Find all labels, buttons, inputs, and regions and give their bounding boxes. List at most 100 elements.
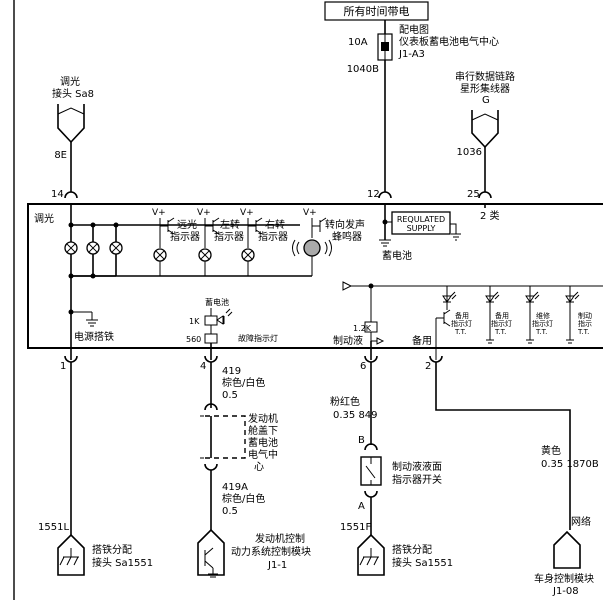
pin-1-label: 1 [60,361,66,372]
lamp-2-label-1: 备用 [495,311,509,320]
pin-4-label: 4 [200,361,206,372]
pin-25-label: 25 [467,189,480,200]
bus-arrow [342,281,353,291]
brake-switch-connector-b [364,443,378,451]
buzzer-label-1: 转向发声 [325,218,365,231]
lamp-1-label-1: 备用 [455,311,469,320]
ecm-connector [197,528,225,576]
pin-25-symbol [478,191,492,199]
dimmer-connector-title-1: 调光 [60,75,80,88]
engine-center-connector-bottom [204,463,218,471]
fault-lamp-label: 故障指示灯 [238,333,278,343]
wire-849-color: 粉红色 [330,395,360,408]
engine-center-5: 心 [254,461,264,473]
wire-419-num: 419 [222,366,241,377]
lamp-spare-2 [485,286,500,344]
pin-6-label: 6 [360,361,366,372]
engine-center-1: 发动机 [248,412,278,425]
power-ground-label: 电源搭铁 [74,330,114,343]
power-ground-icon [86,312,98,327]
fault-led [216,308,233,325]
brake-switch-label-2: 指示器开关 [392,473,442,486]
regulated-supply-box [391,211,451,235]
wire-419a-gauge: 0.5 [222,506,238,517]
lamp-2-label-3: T.T. [494,328,506,336]
svg-text:V+: V+ [303,208,317,218]
resistor-560-label: 560 [186,335,201,344]
lamp-3-label-3: T.T. [535,328,547,336]
wire-1870b-spec: 0.35 1870B [541,459,599,470]
svg-text:V+: V+ [152,208,166,218]
right-turn-label-1: 右转 [265,218,285,231]
buzzer-label-2: 蜂鸣器 [332,230,362,243]
fuse-title-1: 配电图 [399,23,429,36]
serial-title-2: 星形集线器 [460,82,510,95]
fuse-code: J1-A3 [398,49,425,60]
dimmer-wire-id: 8E [54,150,67,161]
serial-wire-id: 1036 [457,147,482,158]
high-beam-label-2: 指示器 [170,230,200,243]
illumination-bulbs [64,222,123,279]
wire-419-gauge: 0.5 [222,390,238,401]
dimmer-connector-title-2: 接头 Sa8 [52,87,94,100]
ecm-transistor-icon [204,547,218,578]
left-turn-indicator: V+ [197,208,220,276]
left-turn-label-2: 指示器 [214,230,244,243]
pin-2-label: 2 [425,361,431,372]
left-turn-label-1: 左转 [220,218,240,231]
ground1-label-1: 搭铁分配 [92,543,132,556]
fuse-title-2: 仪表板蓄电池电气中心 [399,35,499,48]
resistor-1k-label: 1K [189,317,200,326]
spare-label: 备用 [412,334,432,347]
ecm-label-2: 动力系统控制模块 [231,545,311,558]
engine-center-4: 电气中 [248,448,278,461]
engine-center-2: 舱盖下 [248,424,278,437]
ground1-label-2: 接头 Sa1551 [92,556,153,569]
lamp-spare-1 [442,286,457,310]
serial-title-1: 串行数据链路 [455,70,515,83]
lamp-3-label-2: 指示灯 [532,319,553,328]
regulated-label: REQULATED [397,215,445,224]
resistor-1k [204,315,218,326]
pin-12-symbol [378,191,392,199]
resistor-1-2k-label: 1.2K [353,324,372,333]
svg-text:V+: V+ [197,208,211,218]
bcm-label-1: 车身控制模块 [534,572,594,585]
hot-at-all-times-label: 所有时间带电 [344,4,410,18]
serial-letter: G [482,95,490,106]
brake-switch-connector-a [364,490,378,498]
lamp-brake [565,286,580,344]
ground2-label-2: 接头 Sa1551 [392,556,453,569]
brake-switch-a: A [358,501,365,512]
serial-connector-symbol [471,110,499,149]
supply-label: SUPPLY [407,224,436,233]
lamp-4-label-1: 制动 [578,311,592,320]
svg-text:V+: V+ [240,208,254,218]
turn-buzzer: V+ [292,208,332,276]
ground1-wire-id: 1551L [38,522,69,533]
lamp-1-label-3: T.T. [454,328,466,336]
bcm-label-2: J1-08 [552,586,579,597]
supply-ground-icon [450,223,461,241]
ecm-label-3: J1-1 [267,560,287,571]
engine-center-3: 蓄电池 [248,436,278,449]
high-beam-indicator: V+ [152,208,175,276]
ground2-label-1: 搭铁分配 [392,543,432,556]
pin-14-symbol [64,191,78,199]
right-turn-indicator: V+ [240,208,263,276]
pin-14-label: 14 [51,189,64,200]
brake-fluid-label: 制动液 [333,334,363,347]
ground1-connector [57,533,85,576]
wire-419a-color: 棕色/白色 [222,492,265,505]
ground1-icon [59,548,79,566]
brake-switch-b: B [358,435,365,446]
cluster-module-box [27,203,603,349]
lamp-2-label-2: 指示灯 [491,319,512,328]
fault-battery-label: 蓄电池 [205,297,229,307]
right-turn-label-2: 指示器 [258,230,288,243]
lamp-4-label-3: T.T. [577,328,589,336]
brake-fluid-arrow [376,337,385,345]
wire-1870b-color: 黄色 [541,444,561,457]
fuse-rating: 10A [348,37,368,48]
